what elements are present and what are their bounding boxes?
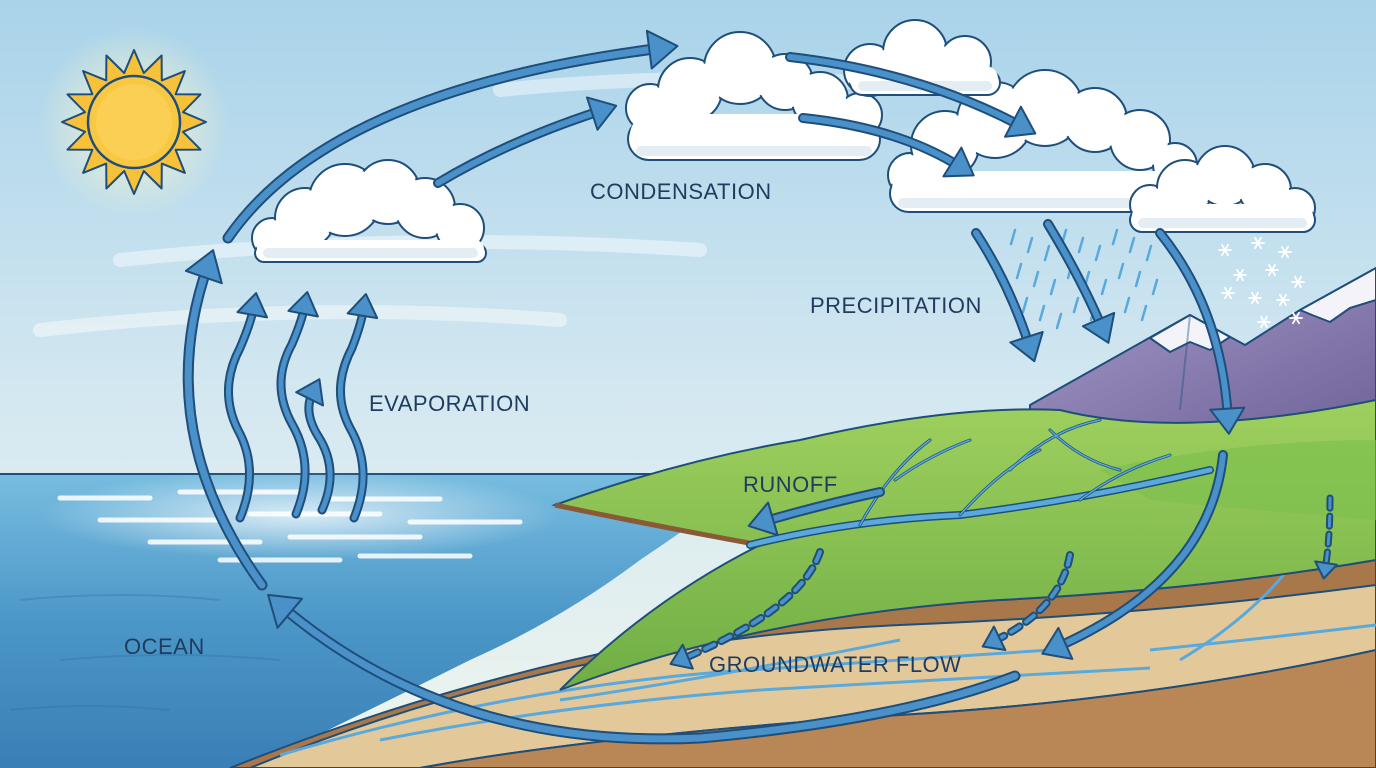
cloud-evaporation [251, 159, 487, 263]
arrow-seep-1 [669, 548, 824, 670]
label-precipitation: PRECIPITATION [810, 293, 982, 318]
arrow-seep-2 [981, 551, 1074, 651]
arrow-evaporation-1 [224, 292, 268, 523]
arrow-evaporation-2 [276, 291, 319, 519]
arrow-precipitation-2 [1043, 219, 1116, 344]
snowflakes-icon [1218, 236, 1305, 329]
label-runoff: RUNOFF [743, 472, 838, 497]
arrow-seep-3 [1314, 494, 1338, 580]
hill-shading [1100, 440, 1376, 520]
arrow-ocean-rise [182, 249, 268, 591]
arrow-precipitation-3 [1155, 228, 1246, 435]
arrow-evaporation-4 [336, 293, 379, 523]
arrow-cloud-drift-lower [798, 113, 975, 178]
arrow-condensation [433, 96, 618, 188]
label-ocean: OCEAN [124, 634, 205, 659]
wave-highlights [57, 489, 523, 563]
label-evaporation: EVAPORATION [369, 391, 530, 416]
arrow-runoff [747, 487, 885, 537]
ocean-ripples [9, 594, 281, 711]
cloud-snow [1129, 145, 1316, 233]
sun-icon [39, 27, 229, 217]
arrow-cloud-drift-upper [785, 52, 1037, 138]
river-network [746, 418, 1214, 549]
label-groundwater-flow: GROUNDWATER FLOW [709, 652, 961, 677]
mountains [1029, 267, 1376, 431]
label-condensation: CONDENSATION [590, 179, 772, 204]
cycle-arrows [182, 29, 1338, 745]
arrow-sky-loop [222, 29, 679, 244]
arrow-return-flow [267, 593, 1021, 745]
arrow-precipitation-1 [971, 228, 1044, 363]
cloud-condensation [625, 31, 883, 161]
shore-edge [554, 502, 761, 548]
arrow-infiltration [1041, 450, 1228, 660]
arrow-evaporation-3 [295, 378, 335, 515]
